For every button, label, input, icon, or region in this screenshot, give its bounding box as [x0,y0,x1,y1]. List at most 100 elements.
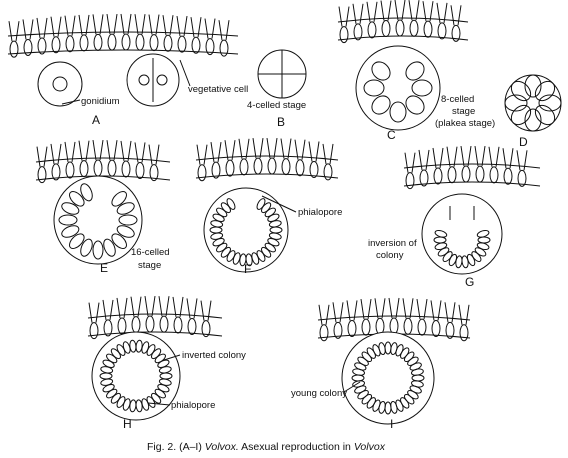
panel-e-flagellum [92,139,97,161]
panel-f-wall-bottom [195,173,339,179]
panel-d-daughter-cell [538,94,562,112]
panel-g-vegetative-cell [503,167,513,185]
panel-h-vegetative-cell [159,315,169,333]
label-young-colony: young colony [291,388,347,399]
panel-f-wall-top [195,155,339,161]
panel-h-flagellum [158,296,163,317]
panel-f-flagellum [287,138,292,159]
panel-e-vegetative-cell [149,164,159,182]
panel-c-vegetative-cell [409,19,419,37]
figure-caption: Fig. 2. (A–I) Volvox. Asexual reproducti… [147,441,386,453]
panel-a-nucleus [52,76,68,92]
panel-h-vegetative-cell [201,320,211,338]
label-sixteen-celled-2: stage [138,260,161,271]
panel-f-vegetative-cell [309,161,319,179]
panel-f-flagellum [308,141,313,162]
panel-a-wall-top [7,31,239,37]
panel-g-flagellum [432,147,437,169]
panel-c-daughter-cell [405,95,425,115]
panel-a-vegetative-cell [93,33,103,51]
panel-g-flagellum [509,148,514,169]
panel-e-daughter-cell [61,225,80,238]
panel-c-flagellum [429,1,434,22]
panel-label-a: A [92,113,100,127]
panel-e-flagellum [141,142,146,163]
panel-label-e: E [100,261,108,275]
panel-a-wall-bottom [7,49,239,55]
label-sixteen-celled-1: 16-celled [131,247,170,258]
panel-a-flagellum [43,17,48,39]
panel-i-flagellum [458,304,463,325]
panel-h-flagellum [144,295,149,317]
panel-c-daughter-cell [371,61,391,81]
panel-e-flagellum [120,140,125,162]
panel-i-flagellum [388,297,393,319]
panel-a-vegetative-cell [121,33,131,51]
panel-i-flagellum [444,302,449,323]
panel-e-flagellum [127,140,132,162]
panel-a-vegetative-cell [205,38,215,56]
panel-f-vegetative-cell [197,164,207,182]
panel-g-flagellum [418,149,423,171]
panel-a-flagellum [141,14,146,35]
panel-f-flagellum [245,138,250,159]
panel-g-flagellum [523,150,528,171]
panel-f-sac [203,187,289,273]
panel-a-gonidium-sac [37,61,83,107]
panel-i-flagellum [451,302,456,323]
panel-g-daughter-cell [476,229,490,238]
panel-c-vegetative-cell [353,23,363,41]
panel-c-flagellum [457,5,462,26]
panel-a-flagellum [85,14,90,35]
panel-c-vegetative-cell [423,20,433,38]
panel-h-inverted-pointer [163,354,181,361]
panel-h-daughter-cell [158,366,172,374]
panel-c-flagellum [373,1,378,22]
label-eight-celled-1: 8-celled [441,94,474,105]
panel-c-flagellum [415,0,420,21]
panel-a-flagellum [134,14,139,35]
panel-c-wall-top [337,17,469,23]
panel-i-young-colony-pointer [343,381,361,393]
panel-a-flagellum [71,15,76,36]
panel-a-flagellum [190,17,195,38]
label-eight-celled-3: (plakea stage) [435,118,495,129]
panel-f-vegetative-cell [211,161,221,179]
panel-c-sac [355,45,441,131]
panel-a-vegetative-cell [65,35,75,53]
panel-e-vegetative-cell [121,160,131,178]
panel-a-vegetative-cell [107,33,117,51]
panel-h-flagellum [186,298,191,319]
panel-f-flagellum [210,142,215,163]
panel-c-wall-bottom [337,35,469,41]
panel-g-vegetative-cell [405,172,415,190]
panel-c-flagellum [394,0,399,21]
label-four-celled-stage: 4-celled stage [247,100,306,111]
panel-e-flagellum [43,146,48,167]
label-gonidium: gonidium [81,96,120,107]
panel-e-wall-top [35,157,171,163]
panel-h-vegetative-cell [117,317,127,335]
panel-c-flagellum [338,6,343,27]
panel-i-flagellum [395,297,400,319]
panel-i-vegetative-cell [445,321,455,339]
panel-d-daughter-cell [524,108,542,132]
panel-f-flagellum [196,144,201,165]
panel-a-vegetative-cell [79,34,89,52]
label-eight-celled-2: stage [452,106,475,117]
panel-c-flagellum [380,0,385,21]
label-vegetative-cell: vegetative cell [188,84,248,95]
label-inverted-colony: inverted colony [182,350,246,361]
panel-f-vegetative-cell [253,157,263,175]
panel-c-daughter-cell [363,79,385,97]
panel-e-vegetative-cell [79,160,89,178]
panel-a-flagellum [120,13,125,35]
panel-g-vegetative-cell [461,165,471,183]
panel-g-vegetative-cell [447,166,457,184]
panel-i-flagellum [332,302,337,323]
panel-e-daughter-cell [80,238,93,257]
panel-e-daughter-cell [116,225,135,238]
panel-label-b: B [277,115,285,129]
panel-f-flagellum [238,138,243,159]
panel-f-phialopore-pointer [261,195,297,213]
